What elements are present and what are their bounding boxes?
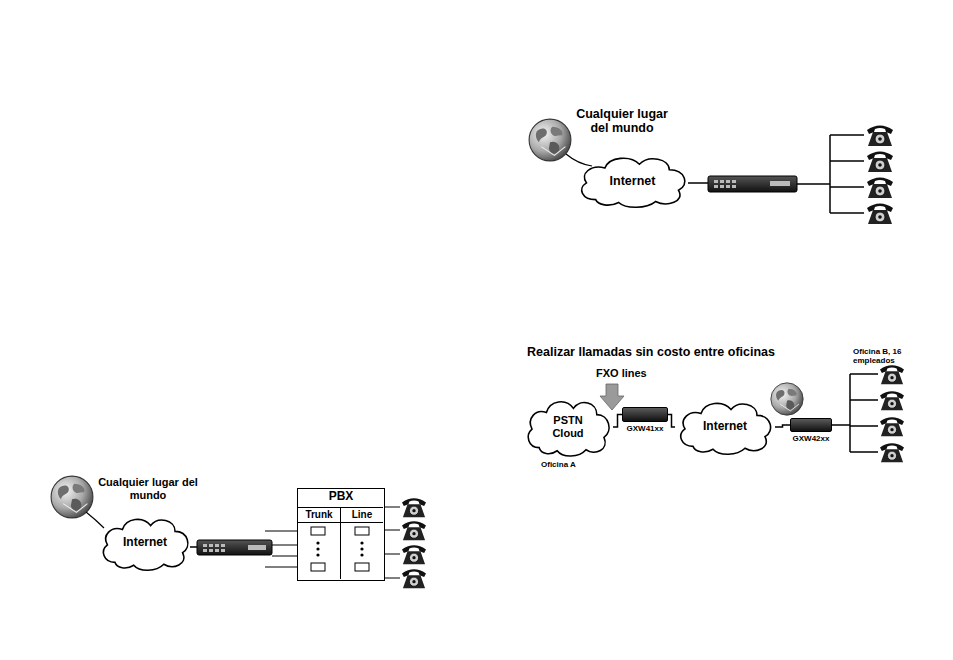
cloud-label: PSTN Cloud xyxy=(544,414,592,439)
cloud-node: Internet xyxy=(675,398,775,456)
gateway-device: GXW41xx xyxy=(622,407,668,433)
pbx-title: PBX xyxy=(298,489,384,504)
pbx-column: Trunk xyxy=(298,507,341,579)
annotation-label: FXO lines xyxy=(596,367,666,380)
annotation-label: Cualquier lugar del mundo xyxy=(98,476,198,501)
cloud-label: Internet xyxy=(123,536,167,550)
column-heading: Trunk xyxy=(298,508,340,523)
cloud-shape xyxy=(103,519,187,570)
cloud-node: Internet xyxy=(575,153,690,209)
connector-line xyxy=(668,415,675,428)
cloud-node: Internet xyxy=(98,514,192,572)
diagram-title: Realizar llamadas sin costo entre oficin… xyxy=(527,345,775,359)
gateway-device: GXW42xx xyxy=(790,418,832,443)
device-label: GXW41xx xyxy=(622,424,668,433)
column-heading: Line xyxy=(341,508,383,523)
pbx-box: PBX TrunkLine xyxy=(297,488,385,581)
device-label: GXW42xx xyxy=(790,434,832,443)
annotation-label: Oficina B, 16 empleados xyxy=(853,347,911,365)
cloud-shape xyxy=(681,403,771,454)
gateway-body xyxy=(622,407,668,422)
annotation-label: Cualquier lugar del mundo xyxy=(570,107,674,136)
cloud-shape xyxy=(528,402,609,456)
cloud-label: Internet xyxy=(703,420,747,434)
connector-line xyxy=(775,425,790,427)
gateway-body xyxy=(790,418,832,432)
pbx-column: Line xyxy=(341,507,383,579)
cloud-shape xyxy=(582,158,685,207)
connector-line xyxy=(613,415,622,428)
cloud-node: PSTN Cloud xyxy=(523,396,613,458)
annotation-label: Oficina A xyxy=(541,460,601,469)
cloud-label: Internet xyxy=(610,174,656,188)
